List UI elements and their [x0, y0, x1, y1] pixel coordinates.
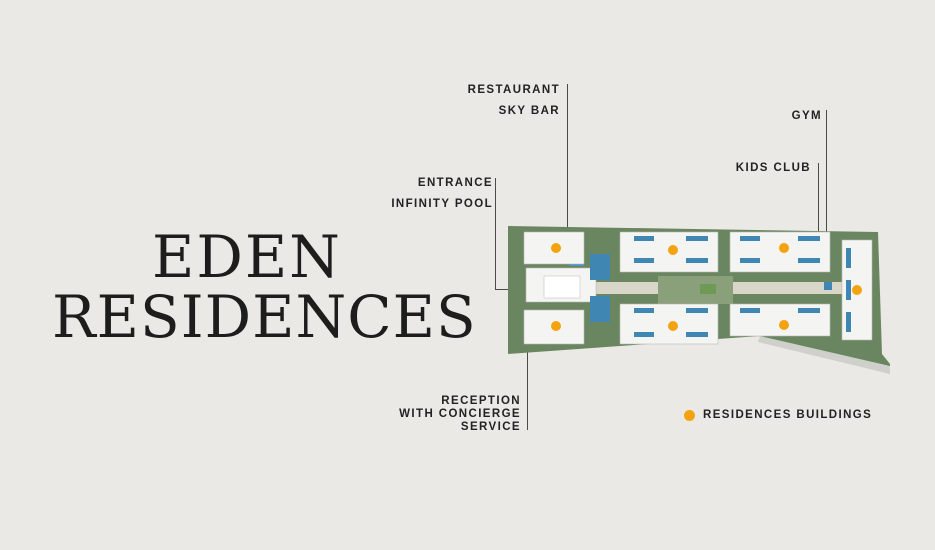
eden-residences-logo: EDEN RESIDENCES	[52, 223, 477, 351]
pool-en-3	[740, 258, 760, 263]
pool-cs-1	[634, 308, 654, 313]
legend: RESIDENCES BUILDINGS	[684, 409, 872, 421]
site-lower-road	[758, 336, 890, 374]
pool-en-2	[798, 236, 820, 241]
leader-entrance-horizontal	[495, 289, 513, 290]
label-entrance: ENTRANCE	[417, 177, 493, 189]
clubhouse-roof	[543, 275, 581, 299]
pool-cn-3	[634, 258, 654, 263]
pool-fe-3	[846, 312, 851, 332]
infinity-pool-south	[590, 296, 610, 322]
label-reception-2: WITH CONCIERGE	[399, 408, 521, 420]
pool-es-1	[740, 308, 760, 313]
pool-fe-1	[846, 248, 851, 268]
pool-cs-3	[634, 332, 654, 337]
label-kids-club: KIDS CLUB	[735, 162, 811, 174]
leader-kids-club	[818, 163, 819, 253]
logo-line-2: RESIDENCES	[52, 283, 477, 351]
residence-marker-6	[779, 320, 789, 330]
pool-en-4	[798, 258, 820, 263]
residence-marker-5	[779, 243, 789, 253]
pool-cn-4	[686, 258, 708, 263]
label-restaurant: RESTAURANT	[467, 84, 560, 96]
label-infinity-pool: INFINITY POOL	[391, 198, 493, 210]
label-sky-bar: SKY BAR	[498, 105, 560, 117]
residence-marker-4	[668, 321, 678, 331]
central-garden	[658, 276, 733, 304]
legend-marker-icon	[684, 409, 695, 421]
site-plan-svg	[508, 226, 890, 374]
central-lawn	[700, 284, 716, 294]
residence-marker-3	[668, 245, 678, 255]
label-reception-1: RECEPTION	[441, 395, 521, 407]
leader-gym	[826, 110, 827, 286]
infinity-pool-north	[590, 254, 610, 280]
legend-label: RESIDENCES BUILDINGS	[703, 409, 873, 421]
pool-fe-2	[846, 280, 851, 300]
pool-en-1	[740, 236, 760, 241]
logo-line-1: EDEN	[152, 223, 342, 291]
label-gym: GYM	[791, 110, 822, 122]
leader-entrance	[495, 178, 496, 289]
pool-cn-1	[634, 236, 654, 241]
leader-reception	[527, 292, 528, 430]
residence-marker-1	[551, 243, 561, 253]
site-plan-map	[508, 226, 890, 374]
pool-es-2	[798, 308, 820, 313]
residence-marker-7	[852, 285, 862, 295]
leader-restaurant	[567, 84, 568, 284]
pool-cs-4	[686, 332, 708, 337]
label-reception-3: SERVICE	[460, 421, 521, 433]
gym-pool	[824, 282, 832, 290]
residence-marker-2	[551, 321, 561, 331]
pool-cs-2	[686, 308, 708, 313]
pool-cn-2	[686, 236, 708, 241]
